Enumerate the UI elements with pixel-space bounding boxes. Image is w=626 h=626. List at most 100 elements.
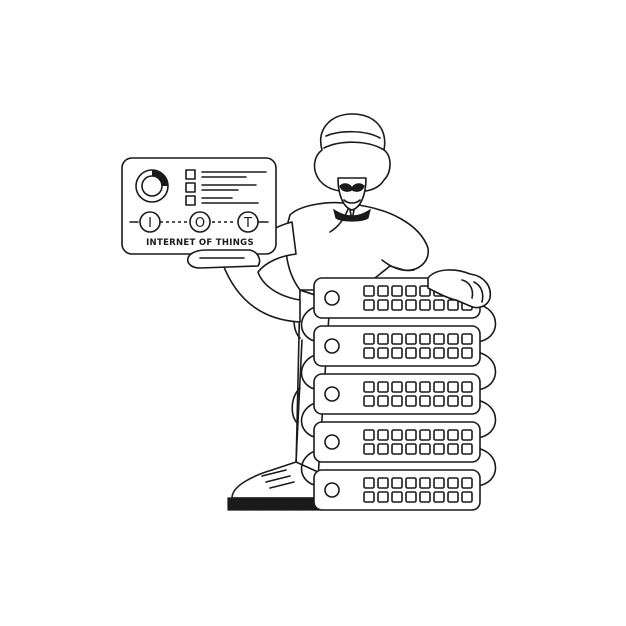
- server-port: [391, 299, 403, 311]
- checklist-item: [185, 195, 259, 206]
- power-button: [324, 482, 340, 498]
- svg-text:T: T: [243, 216, 252, 231]
- server-port: [391, 429, 403, 441]
- server-cable: [300, 401, 319, 439]
- server-port: [405, 285, 417, 297]
- server-port: [447, 347, 459, 359]
- server-unit: [300, 421, 497, 487]
- server-port: [461, 429, 473, 441]
- server-port: [405, 429, 417, 441]
- server-port: [419, 491, 431, 503]
- hand-right: [427, 269, 492, 309]
- server-port: [433, 429, 445, 441]
- server-port: [433, 347, 445, 359]
- server-port: [377, 395, 389, 407]
- server-unit: [313, 469, 481, 511]
- server-port: [419, 381, 431, 393]
- person-head: [313, 113, 391, 222]
- server-port: [461, 381, 473, 393]
- server-rack: [300, 277, 497, 511]
- iot-card: I O T INTERNET OF THINGS: [121, 157, 277, 255]
- server-port: [447, 299, 459, 311]
- server-port: [419, 429, 431, 441]
- server-port: [363, 429, 375, 441]
- donut-chart-icon: [135, 169, 169, 203]
- checklist-item: [185, 182, 257, 193]
- power-button: [324, 290, 340, 306]
- server-port: [377, 333, 389, 345]
- server-cable: [475, 399, 497, 439]
- server-port: [405, 477, 417, 489]
- server-port: [377, 381, 389, 393]
- server-port: [461, 395, 473, 407]
- server-port: [419, 347, 431, 359]
- server-port: [461, 491, 473, 503]
- server-port: [447, 395, 459, 407]
- server-port: [433, 477, 445, 489]
- server-port: [447, 477, 459, 489]
- server-port: [461, 477, 473, 489]
- server-port: [419, 333, 431, 345]
- server-port: [391, 381, 403, 393]
- server-port: [405, 347, 417, 359]
- iot-caption: INTERNET OF THINGS: [146, 238, 254, 248]
- server-port: [461, 347, 473, 359]
- server-port: [377, 429, 389, 441]
- server-port: [447, 429, 459, 441]
- server-port: [363, 347, 375, 359]
- server-port: [391, 395, 403, 407]
- server-port: [363, 443, 375, 455]
- server-port: [363, 381, 375, 393]
- server-port: [377, 491, 389, 503]
- server-port: [419, 299, 431, 311]
- hand-left: [186, 249, 261, 269]
- server-port: [377, 299, 389, 311]
- server-port: [419, 395, 431, 407]
- server-port: [419, 443, 431, 455]
- server-port: [363, 285, 375, 297]
- checklist-item: [185, 169, 267, 180]
- server-port: [363, 395, 375, 407]
- server-port: [433, 491, 445, 503]
- server-port: [377, 477, 389, 489]
- server-port: [363, 491, 375, 503]
- server-port: [405, 491, 417, 503]
- server-port: [391, 477, 403, 489]
- server-cable: [300, 305, 319, 343]
- server-port: [447, 443, 459, 455]
- server-port: [377, 347, 389, 359]
- server-port: [433, 395, 445, 407]
- server-cable: [300, 353, 319, 391]
- server-port: [419, 477, 431, 489]
- power-button: [324, 386, 340, 402]
- power-button: [324, 338, 340, 354]
- server-port: [405, 381, 417, 393]
- shoe: [227, 461, 321, 511]
- svg-text:I: I: [148, 216, 152, 231]
- iot-letter-t: T: [237, 211, 259, 233]
- server-cable: [475, 447, 497, 487]
- server-port: [433, 299, 445, 311]
- server-port: [391, 347, 403, 359]
- server-port: [405, 333, 417, 345]
- server-port: [447, 381, 459, 393]
- server-port: [391, 443, 403, 455]
- svg-text:O: O: [195, 216, 205, 231]
- iot-letters-row: I O T: [129, 211, 269, 233]
- server-port: [433, 443, 445, 455]
- server-port: [363, 333, 375, 345]
- server-port: [405, 395, 417, 407]
- server-port: [447, 333, 459, 345]
- server-port: [363, 477, 375, 489]
- server-port: [447, 491, 459, 503]
- server-port: [391, 491, 403, 503]
- server-port: [363, 299, 375, 311]
- checklist: [185, 169, 267, 206]
- server-port: [377, 285, 389, 297]
- server-unit: [300, 325, 497, 391]
- server-port: [433, 381, 445, 393]
- power-button: [324, 434, 340, 450]
- server-unit: [300, 373, 497, 439]
- server-port: [391, 333, 403, 345]
- server-port: [433, 333, 445, 345]
